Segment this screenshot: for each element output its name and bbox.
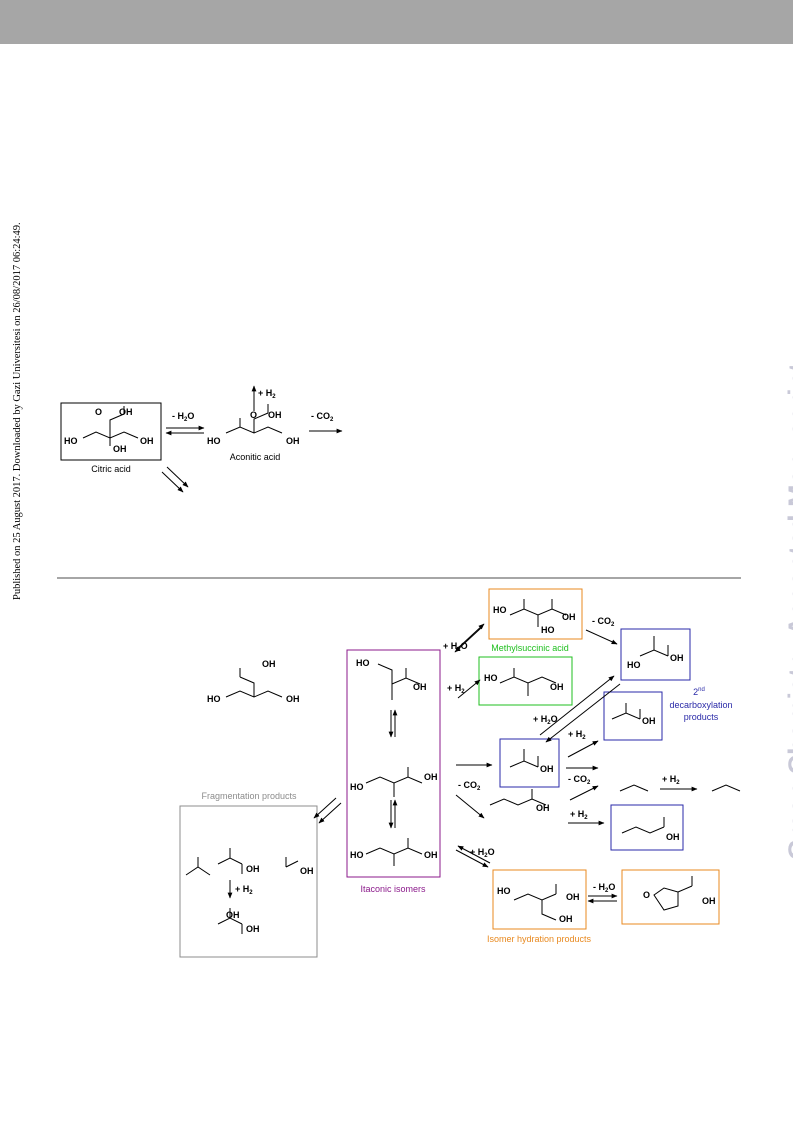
hydroxyisobutyric-box <box>620 628 691 681</box>
reaction-arrows <box>161 385 698 904</box>
atom-label: HO <box>350 850 364 860</box>
hydration-box <box>492 869 587 930</box>
lactone-box <box>621 869 720 925</box>
label-isomer-hydration-products: Isomer hydration products <box>487 934 592 944</box>
atom-label: OH <box>268 410 282 420</box>
condition-plus-h2o: + H2O <box>533 714 558 726</box>
condition-minus-co2: - CO2 <box>311 411 334 423</box>
figure-divider <box>57 577 741 579</box>
label-decarboxylation-line1: 2nd <box>693 687 705 697</box>
atom-label: OH <box>246 924 260 934</box>
condition-plus-h2: + H2 <box>447 683 465 695</box>
atom-label: OH <box>540 764 554 774</box>
atom-label: HO <box>207 694 221 704</box>
atom-label: OH <box>670 653 684 663</box>
atom-label: OH <box>566 892 580 902</box>
atom-label: O <box>250 410 257 420</box>
atom-label: OH <box>559 914 573 924</box>
condition-plus-h2o: + H2O <box>470 847 495 859</box>
label-decarboxylation-line2: decarboxylation <box>669 700 732 710</box>
molecule-bonds <box>82 404 741 934</box>
condition-minus-co2: - CO2 <box>592 616 615 628</box>
atom-label: OH <box>424 772 438 782</box>
atom-label: HO <box>627 660 641 670</box>
atom-label: OH <box>424 850 438 860</box>
atom-label: HO <box>493 605 507 615</box>
atom-label: OH <box>536 803 550 813</box>
label-methylsuccinic-acid: Methylsuccinic acid <box>491 643 569 653</box>
atom-label: HO <box>356 658 370 668</box>
citric-acid-box <box>60 402 162 461</box>
atom-labels: HO OH O OH OH HO OH O OH HO OH OH HO OH … <box>64 407 716 934</box>
atom-label: OH <box>226 910 240 920</box>
conditions: - H2O + H2 - CO2 + H2 + H2O + H2 - CO2 +… <box>172 388 680 896</box>
condition-plus-h2: + H2 <box>570 809 588 821</box>
condition-minus-h2o: - H2O <box>593 882 615 894</box>
atom-label: OH <box>413 682 427 692</box>
atom-label: HO <box>541 625 555 635</box>
atom-label: O <box>95 407 102 417</box>
atom-label: OH <box>286 694 300 704</box>
atom-label: OH <box>642 716 656 726</box>
methylhydroxy-box <box>488 588 583 640</box>
itaconic-box <box>346 649 441 878</box>
atom-label: O <box>643 890 650 900</box>
atom-label: HO <box>64 436 78 446</box>
condition-minus-co2: - CO2 <box>568 774 591 786</box>
atom-label: OH <box>119 407 133 417</box>
condition-plus-h2: + H2 <box>235 884 253 896</box>
condition-plus-h2: + H2 <box>568 729 586 741</box>
fragmentation-box <box>179 805 318 958</box>
atom-label: OH <box>262 659 276 669</box>
atom-label: HO <box>497 886 511 896</box>
condition-plus-h2: + H2 <box>258 388 276 400</box>
label-aconitic-acid: Aconitic acid <box>230 452 281 462</box>
condition-plus-h2: + H2 <box>662 774 680 786</box>
methacrylic-box <box>499 738 560 788</box>
atom-label: OH <box>286 436 300 446</box>
condition-plus-h2o: + H2O <box>443 641 468 653</box>
atom-label: OH <box>113 444 127 454</box>
atom-label: HO <box>350 782 364 792</box>
isobutyric-box <box>603 691 663 741</box>
atom-label: OH <box>666 832 680 842</box>
atom-label: OH <box>562 612 576 622</box>
atom-label: OH <box>702 896 716 906</box>
label-itaconic-isomers: Itaconic isomers <box>360 884 426 894</box>
atom-label: OH <box>550 682 564 692</box>
atom-label: OH <box>246 864 260 874</box>
label-fragmentation-products: Fragmentation products <box>201 791 297 801</box>
atom-label: OH <box>140 436 154 446</box>
label-decarboxylation-line3: products <box>684 712 719 722</box>
atom-label: HO <box>207 436 221 446</box>
condition-minus-h2o: - H2O <box>172 411 194 423</box>
label-citric-acid: Citric acid <box>91 464 131 474</box>
condition-minus-co2: - CO2 <box>458 780 481 792</box>
atom-label: HO <box>484 673 498 683</box>
butyric-box <box>610 804 684 851</box>
header-band <box>0 0 793 44</box>
atom-label: OH <box>300 866 314 876</box>
